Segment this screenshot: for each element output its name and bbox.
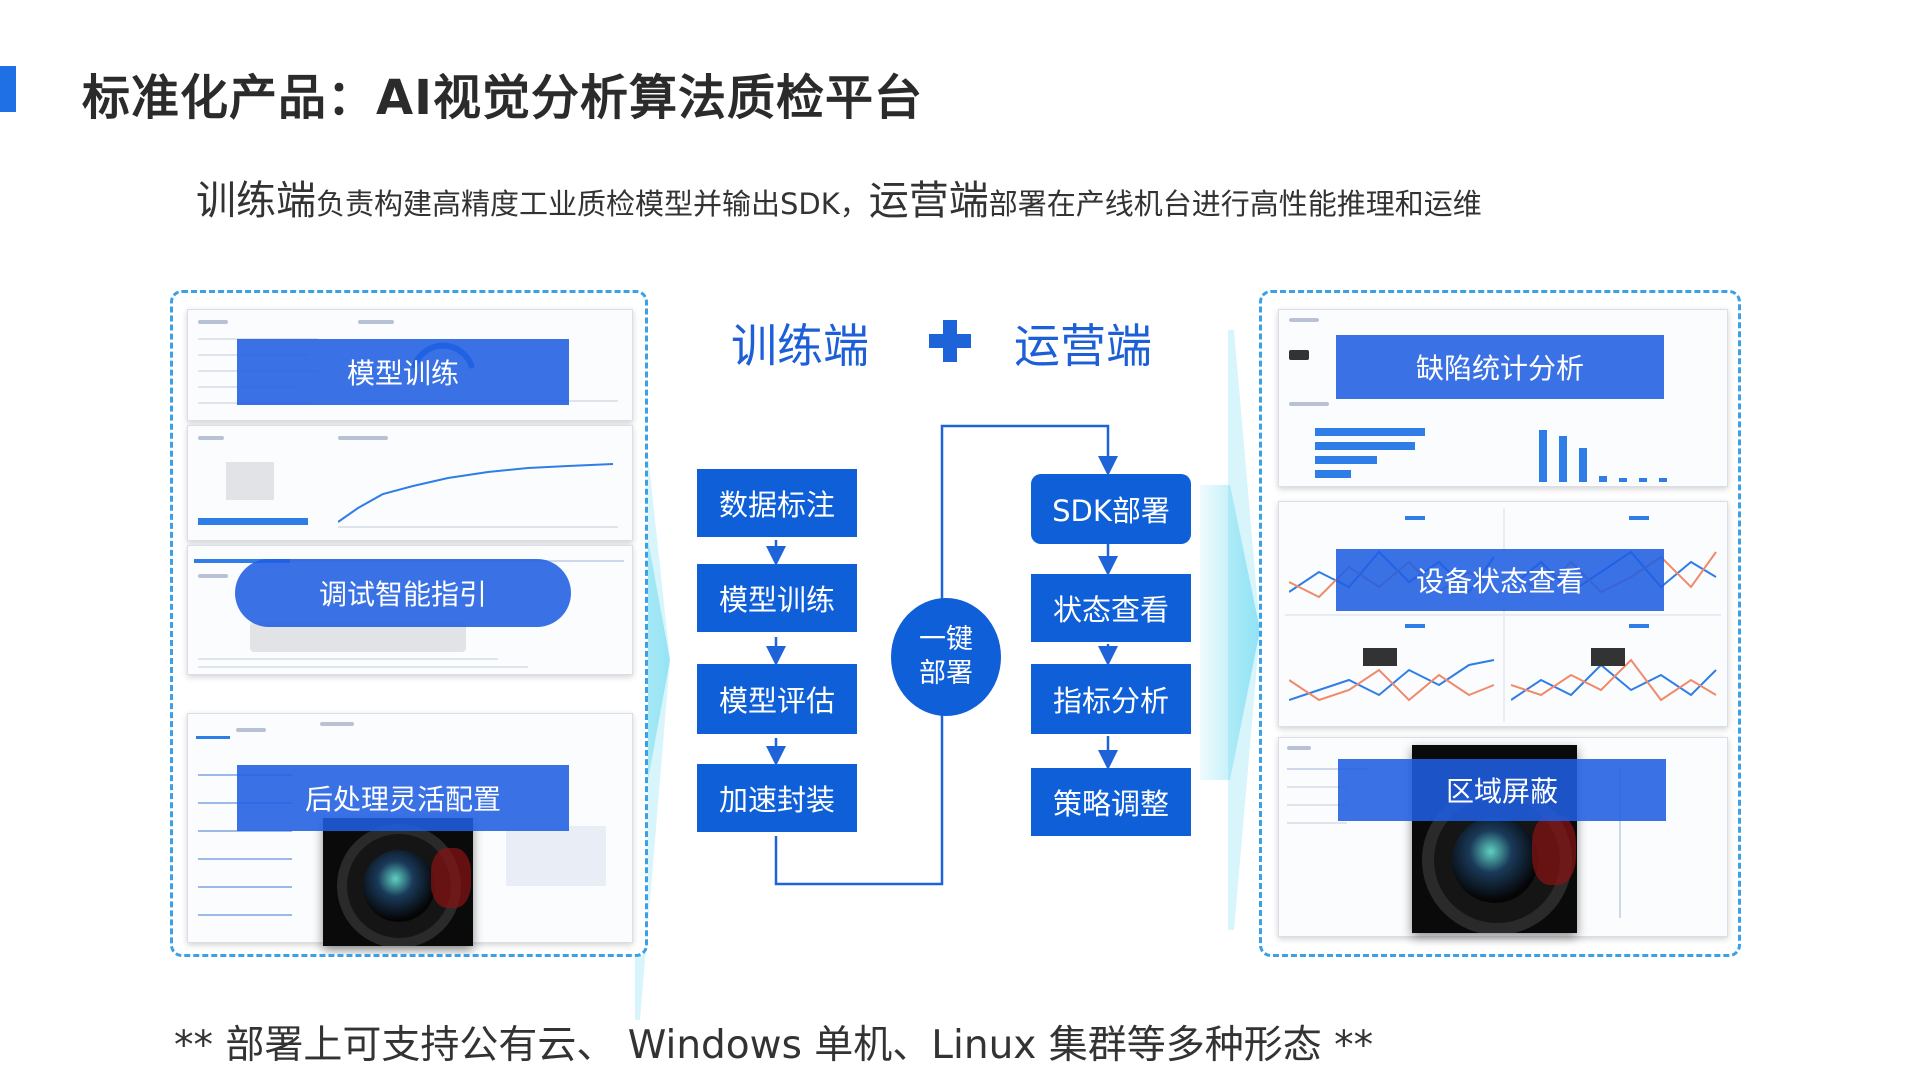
step-sdk-deploy: SDK部署 xyxy=(1031,474,1191,544)
step-status-view: 状态查看 xyxy=(1031,574,1191,642)
step-model-evaluation: 模型评估 xyxy=(697,664,857,734)
page-title: 标准化产品：AI视觉分析算法质检平台 xyxy=(82,70,924,126)
subtitle: 训练端负责构建高精度工业质检模型并输出SDK，运营端部署在产线机台进行高性能推理… xyxy=(196,168,1482,226)
right-beam xyxy=(1200,330,1260,930)
one-click-deploy-hub: 一键 部署 xyxy=(891,598,1001,716)
subtitle-training-desc: 负责构建高精度工业质检模型并输出SDK， xyxy=(316,187,869,221)
ops-ui-panel: 缺陷统计分析 设备状态查看 区域屏蔽 xyxy=(1259,290,1741,957)
camera-lens-image xyxy=(323,818,473,946)
device-status-screen xyxy=(1278,501,1728,727)
tensorboard-screen xyxy=(187,425,633,541)
plus-icon xyxy=(929,320,971,362)
subtitle-ops-term: 运营端 xyxy=(868,178,989,224)
subtitle-ops-desc: 部署在产线机台进行高性能推理和运维 xyxy=(988,187,1482,221)
step-model-training: 模型训练 xyxy=(697,564,857,632)
hub-line-2: 部署 xyxy=(919,658,973,689)
ops-header: 运营端 xyxy=(1014,319,1152,373)
training-header: 训练端 xyxy=(731,319,869,373)
overlay-defect-analysis: 缺陷统计分析 xyxy=(1336,335,1664,399)
step-strategy-adjust: 策略调整 xyxy=(1031,768,1191,836)
subtitle-training-term: 训练端 xyxy=(196,178,316,224)
training-ui-panel: 模型训练 调试智能指引 后处理灵活配置 xyxy=(170,290,648,957)
overlay-region-mask: 区域屏蔽 xyxy=(1338,759,1666,821)
overlay-model-training: 模型训练 xyxy=(237,339,569,405)
title-accent-bar xyxy=(0,66,16,112)
overlay-postprocess-config: 后处理灵活配置 xyxy=(237,765,569,831)
step-metric-analysis: 指标分析 xyxy=(1031,664,1191,734)
step-data-annotation: 数据标注 xyxy=(697,469,857,537)
overlay-debug-guidance: 调试智能指引 xyxy=(235,559,571,627)
overlay-device-status: 设备状态查看 xyxy=(1336,549,1664,611)
step-accelerate-package: 加速封装 xyxy=(697,764,857,832)
footer-note: ** 部署上可支持公有云、 Windows 单机、Linux 集群等多种形态 *… xyxy=(174,1023,1374,1068)
hub-line-1: 一键 xyxy=(919,624,973,655)
